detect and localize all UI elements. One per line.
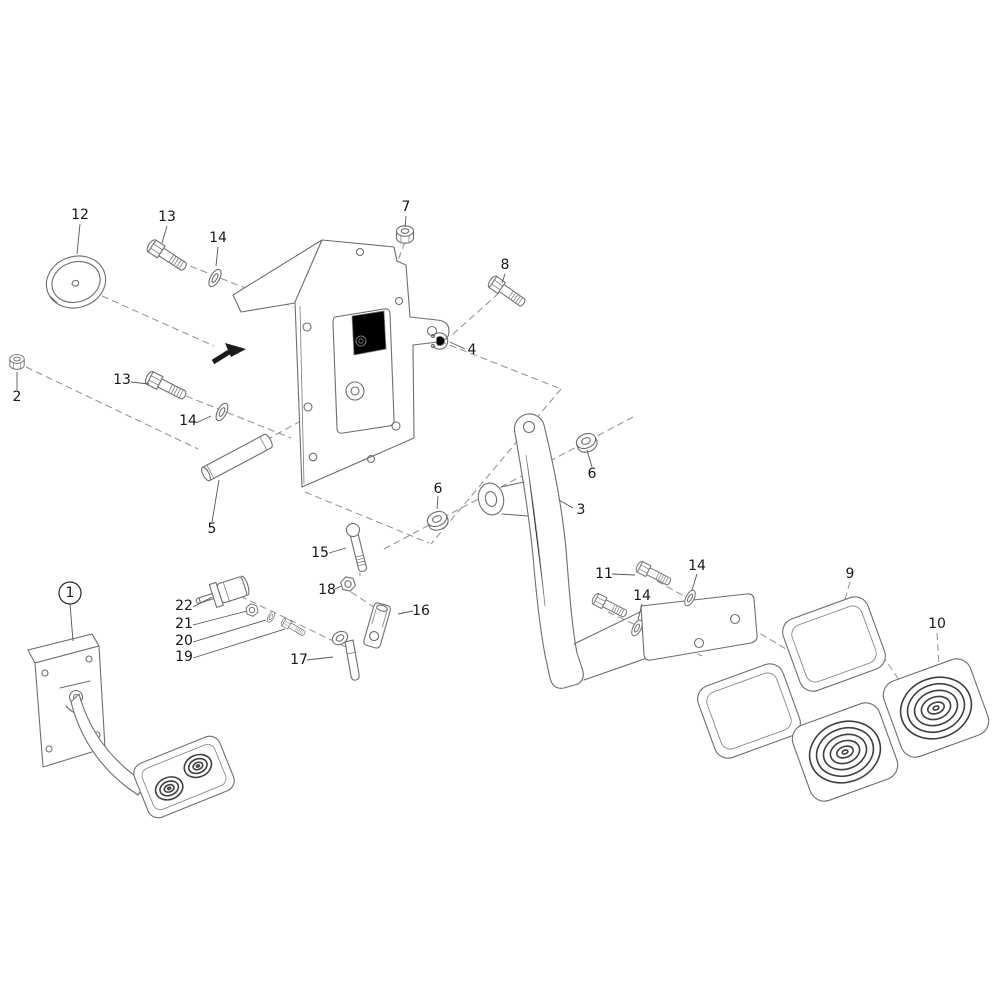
bolt-13-upper (144, 237, 190, 274)
svg-text:16: 16 (412, 603, 430, 619)
part-label-1: 1 (58, 581, 82, 605)
part-label-17: 17 (290, 652, 308, 668)
part-label-21: 21 (175, 616, 193, 632)
part-label-22: 22 (175, 598, 193, 614)
svg-text:2: 2 (13, 389, 22, 405)
mounting-bracket (232, 239, 450, 488)
pin-17 (331, 630, 360, 681)
svg-text:3: 3 (577, 502, 586, 518)
svg-text:22: 22 (175, 598, 193, 614)
svg-text:9: 9 (846, 566, 855, 582)
svg-text:1: 1 (66, 585, 75, 601)
svg-text:4: 4 (468, 342, 477, 358)
pedal-assembly-1 (27, 633, 235, 819)
svg-text:21: 21 (175, 616, 193, 632)
svg-text:8: 8 (501, 257, 510, 273)
part-label-18: 18 (318, 582, 336, 598)
part-label-4: 4 (468, 342, 477, 358)
part-label-9: 9 (846, 566, 855, 582)
bushing-6-upper (573, 430, 600, 456)
bolt-15 (345, 522, 368, 572)
svg-text:19: 19 (175, 649, 193, 665)
svg-text:10: 10 (928, 616, 946, 632)
nut-18 (338, 575, 358, 593)
svg-text:17: 17 (290, 652, 308, 668)
svg-text:11: 11 (595, 566, 613, 582)
pedal-pad-10 (882, 658, 990, 758)
part-label-6: 6 (588, 466, 597, 482)
nut-2 (9, 354, 25, 370)
part-label-2: 2 (13, 389, 22, 405)
svg-text:5: 5 (208, 521, 217, 537)
svg-text:6: 6 (434, 481, 443, 497)
svg-text:18: 18 (318, 582, 336, 598)
part-label-14: 14 (688, 558, 706, 574)
bolt-8 (485, 274, 529, 310)
part-label-19: 19 (175, 649, 193, 665)
part-label-10: 10 (928, 616, 946, 632)
switch-22 (195, 575, 250, 608)
svg-text:7: 7 (402, 199, 411, 215)
part-label-14: 14 (179, 413, 197, 429)
washer-14-lower (213, 400, 231, 424)
svg-text:13: 13 (158, 209, 176, 225)
part-label-3: 3 (577, 502, 586, 518)
bolt-11-upper (634, 559, 674, 589)
disc-12 (45, 255, 107, 309)
bolt-13-lower (143, 369, 189, 403)
pivot-pin-5 (201, 433, 273, 482)
pedal-pad-tread-left (791, 702, 899, 802)
part-label-14: 14 (633, 588, 651, 604)
snap-ring-4 (430, 332, 449, 350)
part-label-14: 14 (209, 230, 227, 246)
part-label-13: 13 (158, 209, 176, 225)
svg-text:20: 20 (175, 633, 193, 649)
part-label-8: 8 (501, 257, 510, 273)
pedal-pad-blank-left (697, 663, 801, 759)
part-label-13: 13 (113, 372, 131, 388)
svg-text:14: 14 (209, 230, 227, 246)
part-label-7: 7 (402, 199, 411, 215)
clevis-16 (363, 602, 391, 649)
nut-21 (243, 602, 261, 618)
direction-arrow (211, 343, 246, 365)
svg-text:15: 15 (311, 545, 329, 561)
svg-text:14: 14 (688, 558, 706, 574)
svg-text:14: 14 (633, 588, 651, 604)
washer-20 (265, 610, 277, 624)
pedal-pad-9 (782, 596, 886, 692)
part-label-12: 12 (71, 207, 89, 223)
nut-7 (395, 225, 415, 244)
svg-text:6: 6 (588, 466, 597, 482)
bushing-6-lower (424, 508, 451, 534)
svg-text:14: 14 (179, 413, 197, 429)
part-label-11: 11 (595, 566, 613, 582)
part-label-20: 20 (175, 633, 193, 649)
part-label-5: 5 (208, 521, 217, 537)
part-label-6: 6 (434, 481, 443, 497)
part-label-16: 16 (412, 603, 430, 619)
pedal-arm-3 (477, 413, 758, 689)
bolt-19 (279, 616, 307, 638)
svg-text:12: 12 (71, 207, 89, 223)
svg-text:13: 13 (113, 372, 131, 388)
label-leader-lines (16, 215, 698, 661)
part-label-15: 15 (311, 545, 329, 561)
bolt-11-lower (590, 591, 630, 621)
